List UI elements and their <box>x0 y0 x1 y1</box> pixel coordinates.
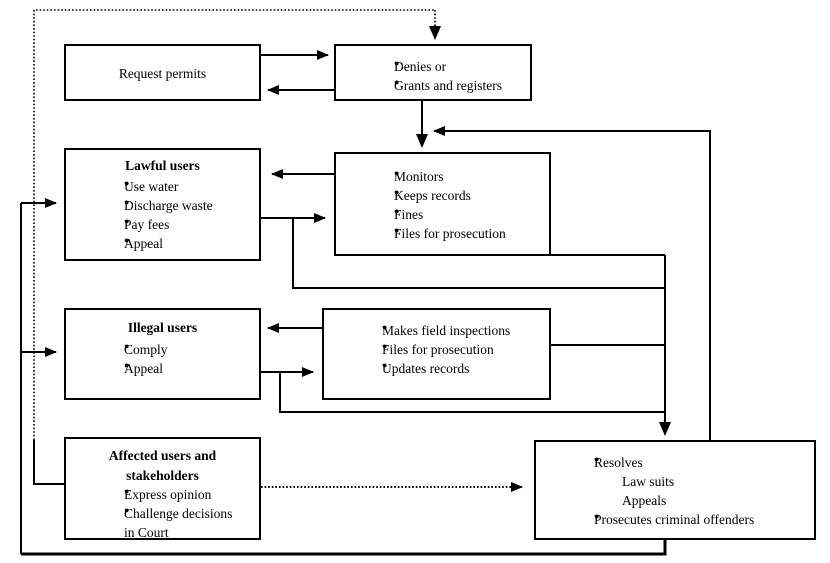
list-item: Updates records <box>338 359 545 378</box>
list-item: Grants and registers <box>350 76 526 95</box>
list-item: Makes field inspections <box>338 321 545 340</box>
list-item: in Court <box>124 525 169 541</box>
list-item: Files for prosecution <box>338 340 545 359</box>
node-lawful-users-title: Lawful users <box>125 158 200 173</box>
list-item: Discharge waste <box>80 196 255 215</box>
connector-left-bus <box>20 198 57 554</box>
list-item: Use water <box>80 177 255 196</box>
list-item: Appeals <box>622 493 667 509</box>
node-denies-grants-list: Denies or Grants and registers <box>350 57 526 95</box>
list-item: Law suits <box>622 474 675 490</box>
node-monitors-list: Monitors Keeps records Fines Files for p… <box>350 167 545 244</box>
list-item: Comply <box>80 340 255 359</box>
list-item: Keeps records <box>350 186 545 205</box>
list-item: Fines <box>350 205 545 224</box>
node-illegal-users[interactable]: Illegal users Comply Appeal <box>64 308 261 400</box>
node-resolves[interactable]: Resolves Law suits Appeals Prosecutes cr… <box>534 440 816 540</box>
node-lawful-users-list: Use water Discharge waste Pay fees Appea… <box>80 177 255 254</box>
node-denies-grants[interactable]: Denies or Grants and registers <box>334 44 532 101</box>
node-illegal-users-list: Comply Appeal <box>80 340 255 378</box>
node-lawful-users[interactable]: Lawful users Use water Discharge waste P… <box>64 148 261 261</box>
node-affected-users[interactable]: Affected users and stakeholders Express … <box>64 437 261 540</box>
list-item: Monitors <box>350 167 545 186</box>
list-item: Pay fees <box>80 215 255 234</box>
node-request-permits[interactable]: Request permits <box>64 44 261 101</box>
node-illegal-users-title: Illegal users <box>127 320 198 335</box>
node-monitors[interactable]: Monitors Keeps records Fines Files for p… <box>334 152 551 256</box>
list-item: Denies or <box>350 57 526 76</box>
node-resolves-list: Resolves Law suits Appeals Prosecutes cr… <box>550 453 810 530</box>
list-item: Appeal <box>80 359 255 378</box>
node-field-inspections-list: Makes field inspections Files for prosec… <box>338 321 545 378</box>
list-item: Express opinion <box>80 485 255 504</box>
list-item: Files for prosecution <box>350 224 545 243</box>
list-item: Challenge decisions <box>80 504 255 523</box>
node-affected-users-list: Express opinion Challenge decisions in C… <box>80 485 255 542</box>
node-field-inspections[interactable]: Makes field inspections Files for prosec… <box>322 308 551 400</box>
list-item: Resolves <box>550 453 810 472</box>
node-request-permits-label: Request permits <box>118 66 207 81</box>
list-item: Appeal <box>80 234 255 253</box>
node-affected-users-title: Affected users and stakeholders <box>108 448 217 483</box>
list-item: Prosecutes criminal offenders <box>550 510 810 529</box>
